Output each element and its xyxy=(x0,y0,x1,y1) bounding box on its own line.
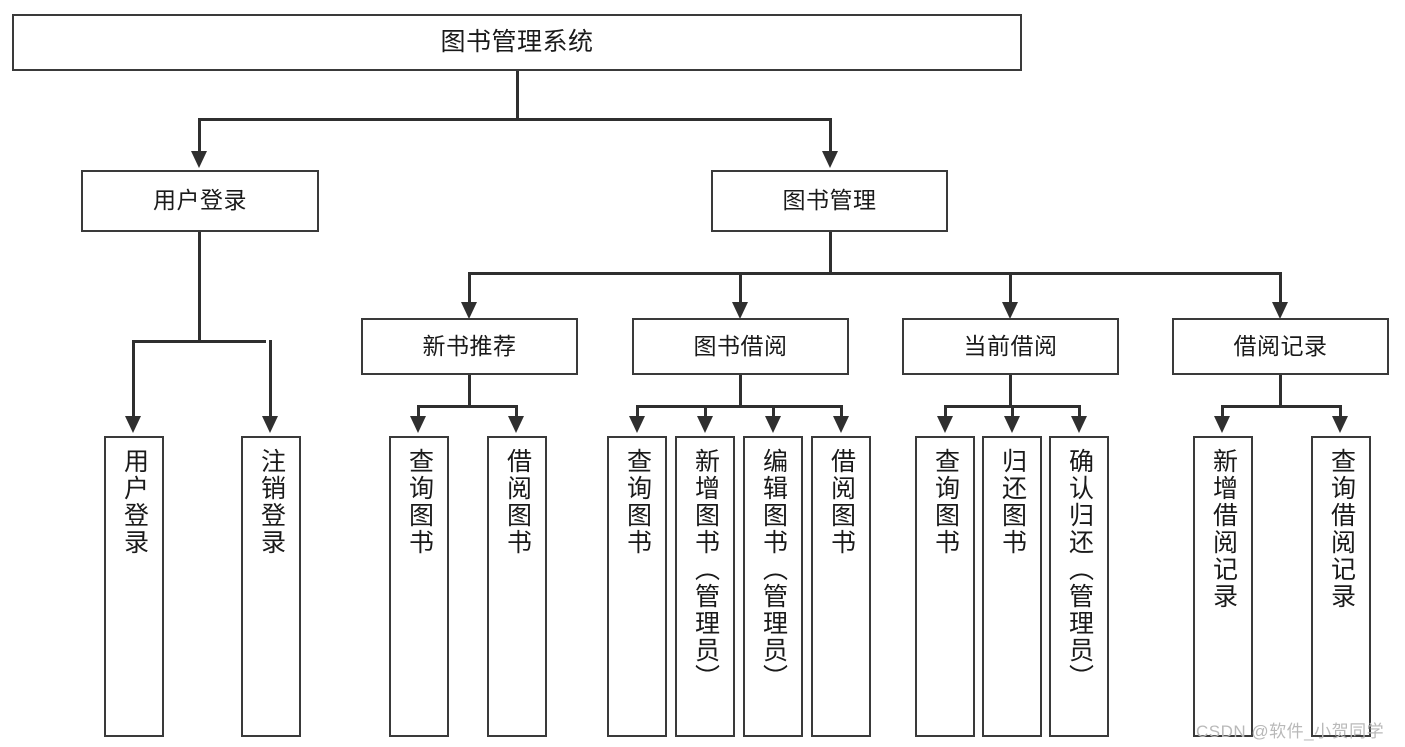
node-label: 图书借阅 xyxy=(693,332,788,359)
node-label: 借阅图书 xyxy=(503,448,532,556)
connector-drop-nr-leaf-0 xyxy=(417,405,420,419)
node-label: 新增图书（管理员） xyxy=(691,448,720,691)
connector-drop-nr-leaf-1 xyxy=(515,405,518,419)
node-label: 查询图书 xyxy=(623,448,652,556)
node-book-borrow[interactable]: 图书借阅 xyxy=(632,318,849,375)
arrowhead-nr-leaf-1 xyxy=(508,416,524,433)
node-book-management[interactable]: 图书管理 xyxy=(711,170,948,232)
leaf-user-login[interactable]: 用户登录 xyxy=(104,436,164,737)
leaf-query-book-recommend[interactable]: 查询图书 xyxy=(389,436,449,737)
watermark-text: CSDN @软件_小贺同学 xyxy=(1196,722,1385,741)
arrowhead-bb-leaf-1 xyxy=(697,416,713,433)
node-label: 用户登录 xyxy=(153,187,247,214)
node-label: 归还图书 xyxy=(998,448,1027,556)
arrowhead-ul-leaf-0 xyxy=(125,416,141,433)
connector-drop-cb-leaf-1 xyxy=(1011,405,1014,419)
arrowhead-ul-leaf-1 xyxy=(262,416,278,433)
arrowhead-book-mgmt xyxy=(822,151,838,168)
node-label: 查询图书 xyxy=(931,448,960,556)
arrowhead-new-recommend xyxy=(461,302,477,319)
arrowhead-nr-leaf-0 xyxy=(410,416,426,433)
connector-drop-cb-leaf-0 xyxy=(944,405,947,419)
connector-drop-new-recommend xyxy=(468,272,471,305)
node-label: 查询借阅记录 xyxy=(1327,448,1356,610)
connector-drop-current-borrow xyxy=(1009,272,1012,305)
leaf-add-borrow-record[interactable]: 新增借阅记录 xyxy=(1193,436,1253,737)
arrowhead-current-borrow xyxy=(1002,302,1018,319)
node-label: 图书管理系统 xyxy=(440,27,594,56)
arrowhead-br-leaf-1 xyxy=(1332,416,1348,433)
connector-drop-bb-leaf-1 xyxy=(704,405,707,419)
arrowhead-cb-leaf-1 xyxy=(1004,416,1020,433)
node-label: 图书管理 xyxy=(782,187,877,214)
arrowhead-book-borrow xyxy=(732,302,748,319)
leaf-query-book-borrow[interactable]: 查询图书 xyxy=(607,436,667,737)
connector-book-borrow-stem xyxy=(739,375,742,407)
leaf-query-book-current[interactable]: 查询图书 xyxy=(915,436,975,737)
arrowhead-cb-leaf-0 xyxy=(937,416,953,433)
node-borrow-record[interactable]: 借阅记录 xyxy=(1172,318,1389,375)
connector-drop-bb-leaf-3 xyxy=(840,405,843,419)
arrowhead-br-leaf-0 xyxy=(1214,416,1230,433)
node-user-login[interactable]: 用户登录 xyxy=(81,170,319,232)
connector-drop-br-leaf-0 xyxy=(1221,405,1224,419)
connector-drop-ul-leaf-1 xyxy=(269,340,272,419)
arrowhead-bb-leaf-3 xyxy=(833,416,849,433)
connector-new-recommend-bus xyxy=(417,405,518,408)
connector-new-recommend-stem xyxy=(468,375,471,407)
node-root-system[interactable]: 图书管理系统 xyxy=(12,14,1022,71)
connector-drop-user-login xyxy=(198,118,201,153)
node-label: 借阅记录 xyxy=(1233,332,1328,359)
connector-user-login-stem xyxy=(198,232,201,342)
arrowhead-bb-leaf-0 xyxy=(629,416,645,433)
node-label: 新增借阅记录 xyxy=(1209,448,1238,610)
connector-book-mgmt-stem xyxy=(829,232,832,274)
arrowhead-user-login xyxy=(191,151,207,168)
connector-drop-book-mgmt xyxy=(829,118,832,153)
connector-drop-br-leaf-1 xyxy=(1339,405,1342,419)
connector-borrow-record-bus xyxy=(1221,405,1341,408)
node-label: 编辑图书（管理员） xyxy=(759,448,788,691)
connector-drop-book-borrow xyxy=(739,272,742,305)
node-label: 用户登录 xyxy=(120,448,149,556)
leaf-return-book[interactable]: 归还图书 xyxy=(982,436,1042,737)
connector-level1-bus xyxy=(198,118,832,121)
arrowhead-cb-leaf-2 xyxy=(1071,416,1087,433)
connector-drop-cb-leaf-2 xyxy=(1078,405,1081,419)
leaf-add-book-admin[interactable]: 新增图书（管理员） xyxy=(675,436,735,737)
node-label: 借阅图书 xyxy=(827,448,856,556)
connector-root-stem xyxy=(516,71,519,119)
connector-drop-borrow-record xyxy=(1279,272,1282,305)
leaf-confirm-return-admin[interactable]: 确认归还（管理员） xyxy=(1049,436,1109,737)
connector-drop-bb-leaf-0 xyxy=(636,405,639,419)
node-label: 新书推荐 xyxy=(422,332,517,359)
leaf-borrow-book[interactable]: 借阅图书 xyxy=(811,436,871,737)
connector-drop-ul-leaf-0 xyxy=(132,340,135,419)
node-label: 当前借阅 xyxy=(963,332,1058,359)
node-label: 注销登录 xyxy=(257,448,286,556)
arrowhead-borrow-record xyxy=(1272,302,1288,319)
connector-book-borrow-bus xyxy=(636,405,843,408)
node-current-borrow[interactable]: 当前借阅 xyxy=(902,318,1119,375)
connector-drop-bb-leaf-2 xyxy=(772,405,775,419)
connector-current-borrow-stem xyxy=(1009,375,1012,407)
connector-user-login-bus xyxy=(132,340,266,343)
node-new-book-recommend[interactable]: 新书推荐 xyxy=(361,318,578,375)
leaf-borrow-book-recommend[interactable]: 借阅图书 xyxy=(487,436,547,737)
leaf-logout-login[interactable]: 注销登录 xyxy=(241,436,301,737)
connector-borrow-record-stem xyxy=(1279,375,1282,407)
arrowhead-bb-leaf-2 xyxy=(765,416,781,433)
leaf-edit-book-admin[interactable]: 编辑图书（管理员） xyxy=(743,436,803,737)
leaf-query-borrow-record[interactable]: 查询借阅记录 xyxy=(1311,436,1371,737)
connector-level2-bus xyxy=(468,272,1280,275)
node-label: 确认归还（管理员） xyxy=(1065,448,1094,691)
node-label: 查询图书 xyxy=(405,448,434,556)
